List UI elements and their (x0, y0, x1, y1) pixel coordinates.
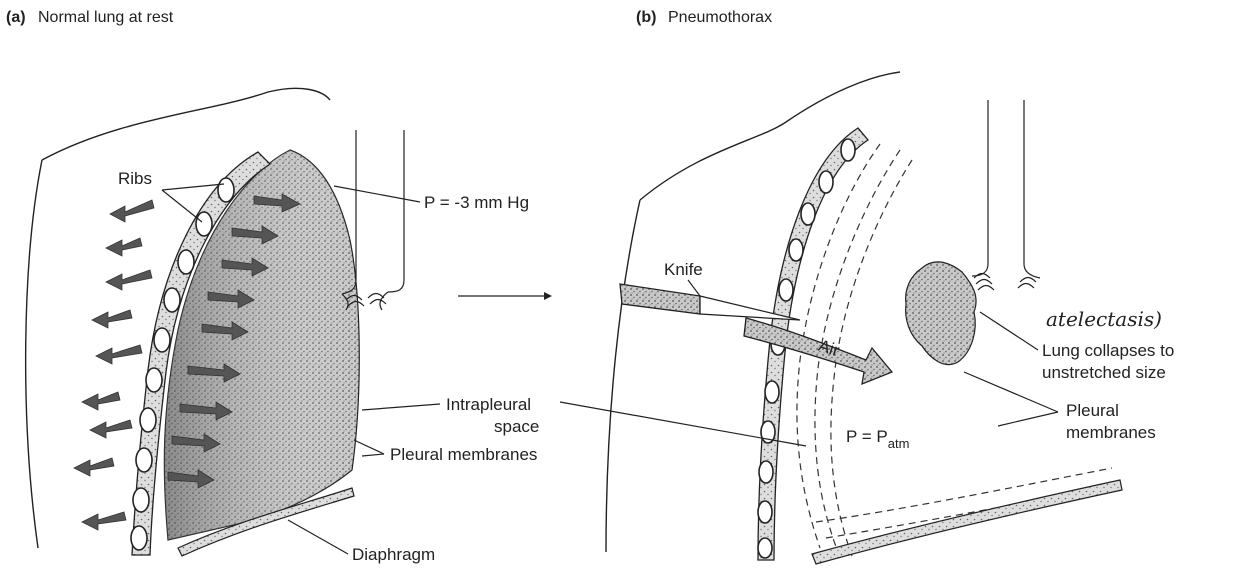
leader-pressure-a (334, 186, 420, 202)
panel-a: (a) Normal lung at rest (6, 9, 552, 564)
panel-b-title: Pneumothorax (668, 9, 772, 26)
rib (819, 171, 833, 193)
leader-diaphragm (288, 520, 348, 554)
knife (620, 284, 800, 320)
leader-collapse (980, 312, 1038, 350)
rib (801, 203, 815, 225)
rib (131, 526, 147, 550)
rib (136, 448, 152, 472)
label-ribs: Ribs (118, 169, 152, 188)
rib (789, 239, 803, 261)
label-diaphragm: Diaphragm (352, 545, 435, 564)
label-knife: Knife (664, 260, 703, 279)
rib (164, 288, 180, 312)
label-intrapleural-1: Intrapleural (446, 395, 531, 414)
rib (196, 212, 212, 236)
rib (133, 488, 149, 512)
rib (779, 279, 793, 301)
panel-b: (b) Pneumothorax (560, 9, 1174, 564)
leader-pleural-a (354, 440, 384, 456)
rib (140, 408, 156, 432)
lung-collapsed (906, 262, 976, 365)
panel-a-letter: (a) (6, 9, 26, 26)
label-pleural-membranes-a: Pleural membranes (390, 445, 537, 464)
airway-b (972, 100, 1040, 290)
rib (841, 139, 855, 161)
diaphragm-b (812, 480, 1122, 564)
rib (765, 381, 779, 403)
rib (178, 250, 194, 274)
leader-knife (688, 280, 700, 296)
rib (758, 501, 772, 523)
panel-b-letter: (b) (636, 9, 656, 26)
label-pressure-a: P = -3 mm Hg (424, 193, 529, 212)
label-intrapleural-2: space (494, 417, 539, 436)
rib (218, 178, 234, 202)
label-collapse-2: unstretched size (1042, 363, 1166, 382)
transition-arrow (458, 292, 552, 300)
rib (758, 538, 772, 558)
rib (146, 368, 162, 392)
label-pleural-1: Pleural (1066, 401, 1119, 420)
label-pleural-2: membranes (1066, 423, 1156, 442)
rib (154, 328, 170, 352)
label-pressure-b: P = Patm (846, 427, 909, 451)
rib (759, 461, 773, 483)
label-handwritten: atelectasis) (1046, 307, 1162, 331)
panel-a-title: Normal lung at rest (38, 9, 174, 26)
label-collapse-1: Lung collapses to (1042, 341, 1174, 360)
leader-intrapleural-a (362, 404, 440, 410)
